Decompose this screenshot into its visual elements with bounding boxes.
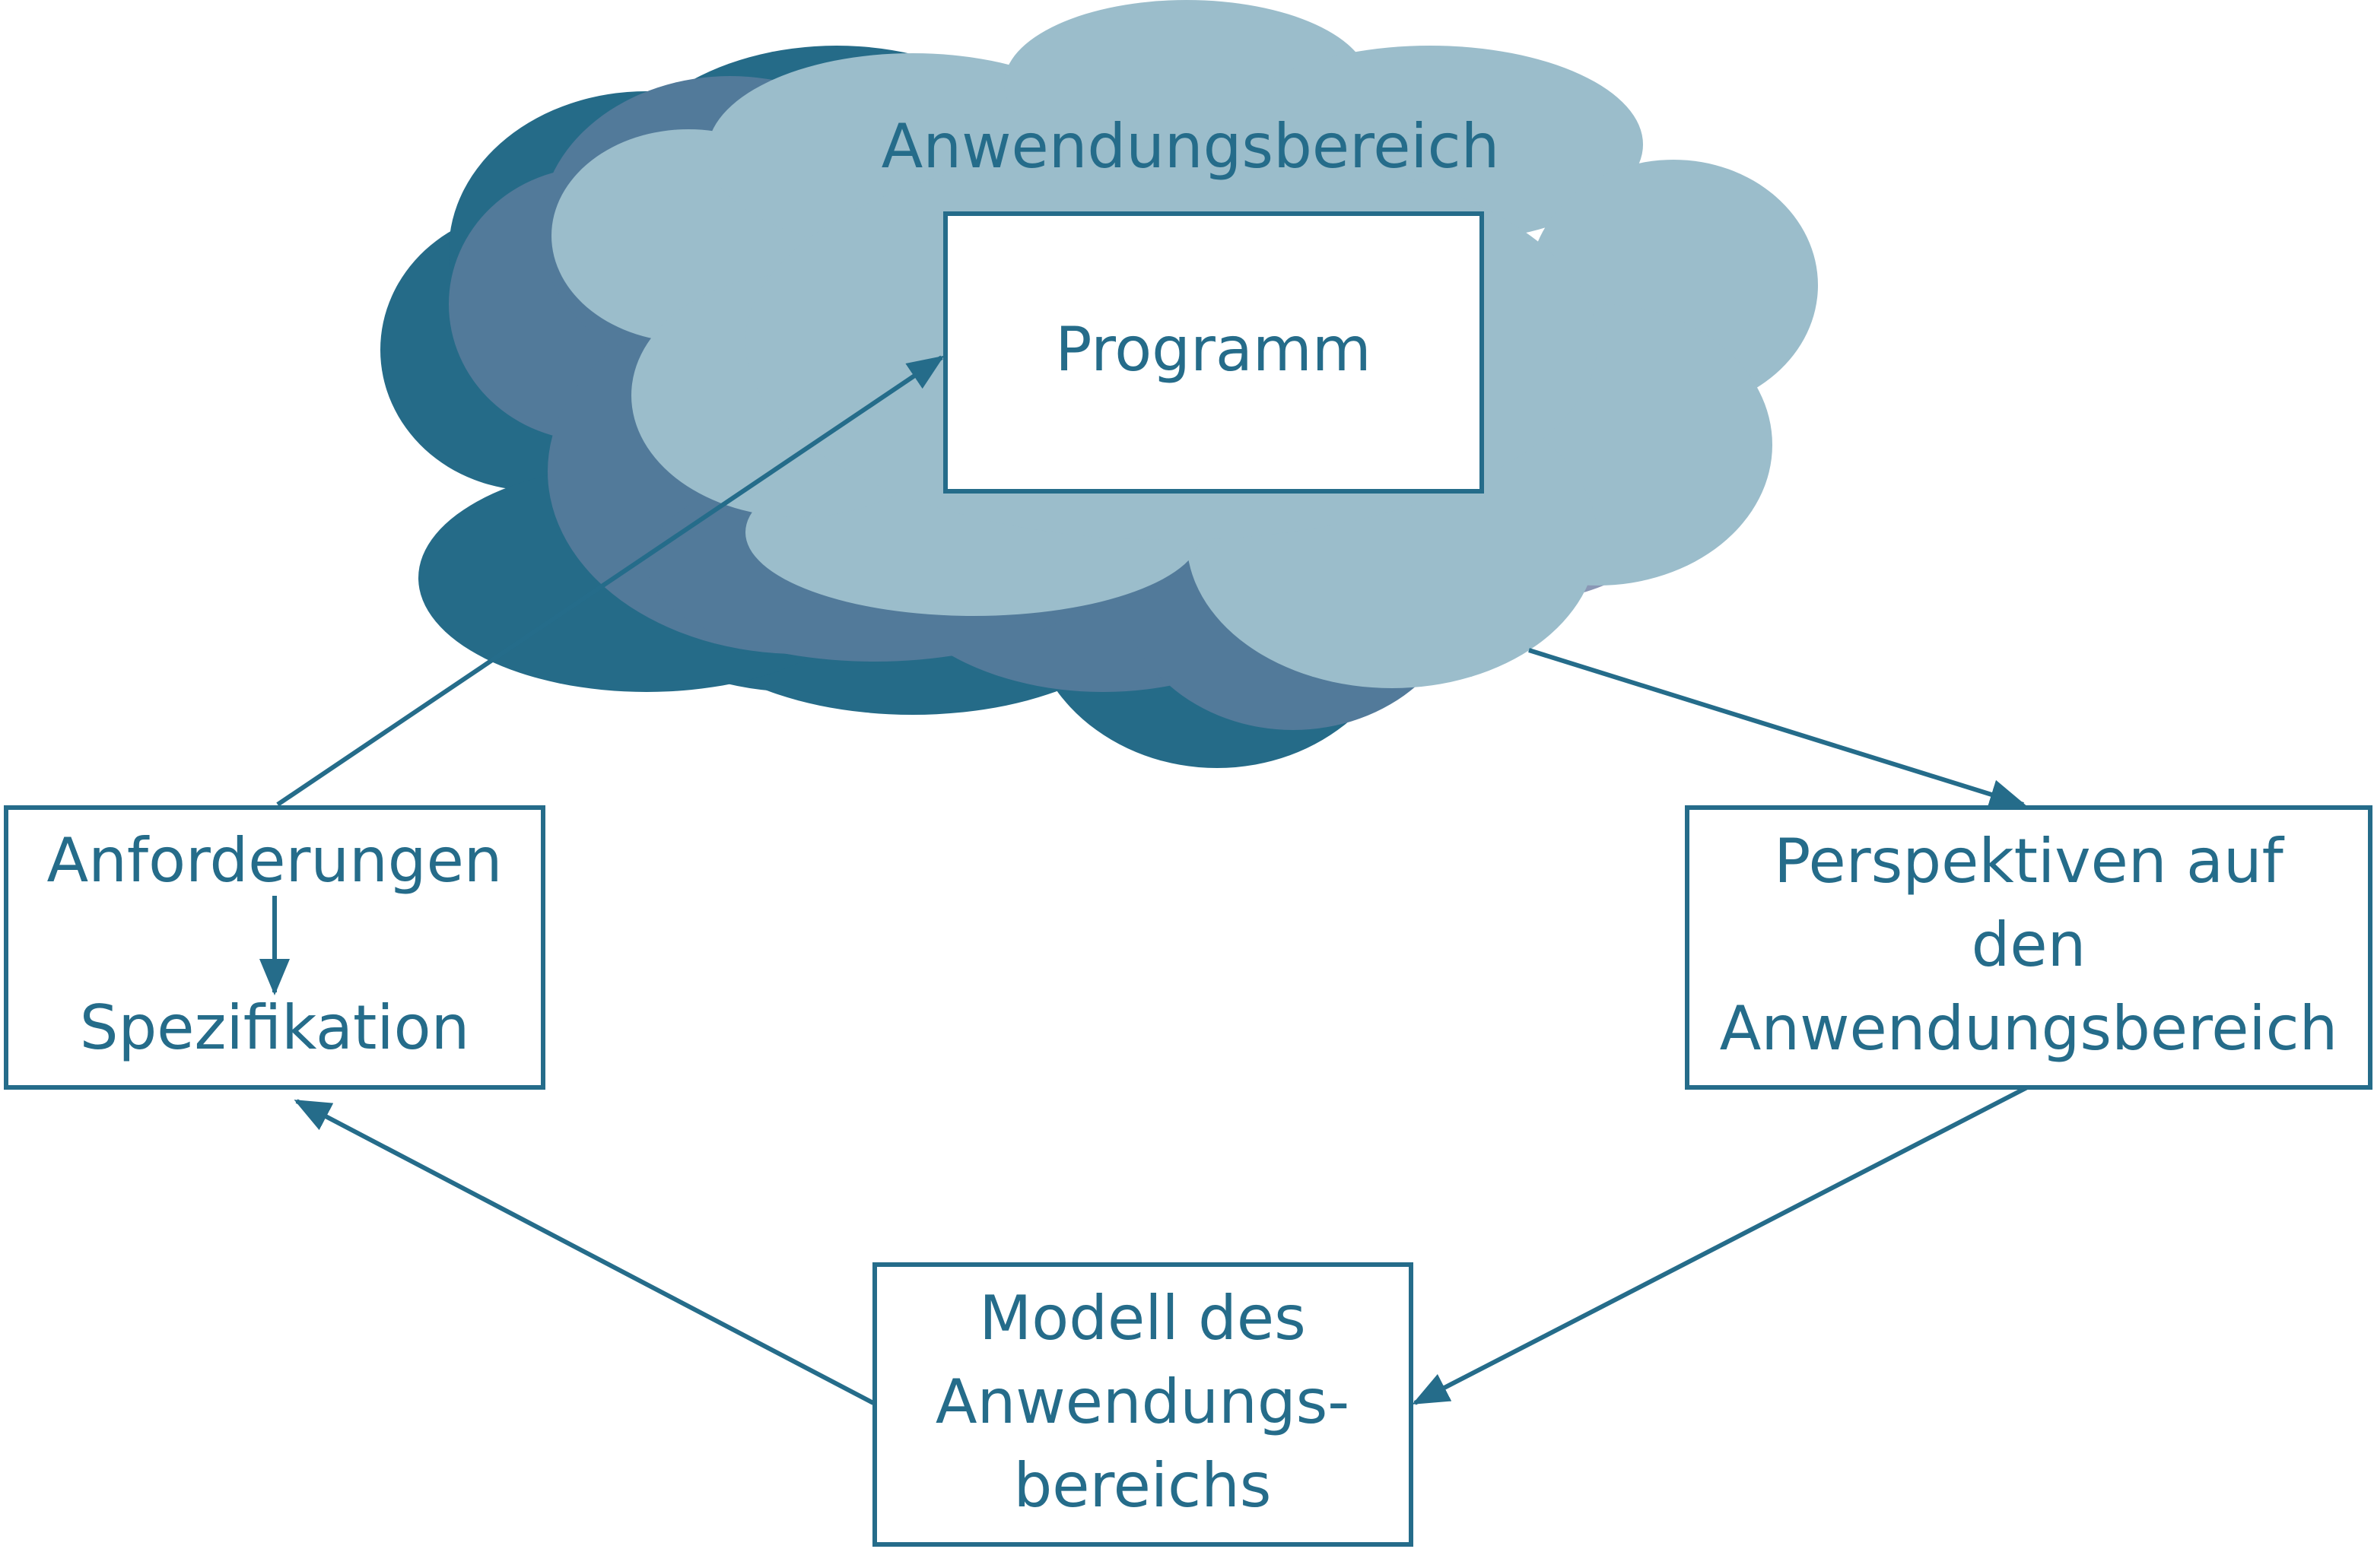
box-programm: Programm: [943, 211, 1484, 494]
arrow-anforderungen-to-programm: [276, 355, 945, 807]
arrow-modell-to-anforderungen: [294, 1099, 875, 1405]
anforderungen-label: Anforderungen: [46, 825, 502, 896]
connectors: [259, 355, 2029, 1405]
spezifikation-label: Spezifikation: [80, 992, 470, 1063]
perspektiven-line-2: den: [1972, 909, 2086, 980]
modell-line-2: Anwendungs-: [936, 1366, 1349, 1437]
cloud-title: Anwendungsbereich: [882, 111, 1500, 182]
perspektiven-line-3: Anwendungsbereich: [1720, 993, 2338, 1064]
arrow-cloud-to-perspektiven: [1528, 648, 2026, 809]
arrow-perspektiven-to-modell: [1412, 1085, 2029, 1405]
perspektiven-line-1: Perspektiven auf: [1774, 826, 2285, 897]
box-modell: Modell des Anwendungs- bereichs: [872, 1262, 1413, 1547]
box-perspektiven: Perspektiven auf den Anwendungsbereich: [1685, 805, 2372, 1090]
modell-line-3: bereichs: [1014, 1450, 1272, 1521]
programm-label: Programm: [1055, 314, 1371, 385]
modell-line-1: Modell des: [979, 1283, 1306, 1354]
box-anforderungen: Anforderungen Spezifikation: [4, 805, 545, 1090]
